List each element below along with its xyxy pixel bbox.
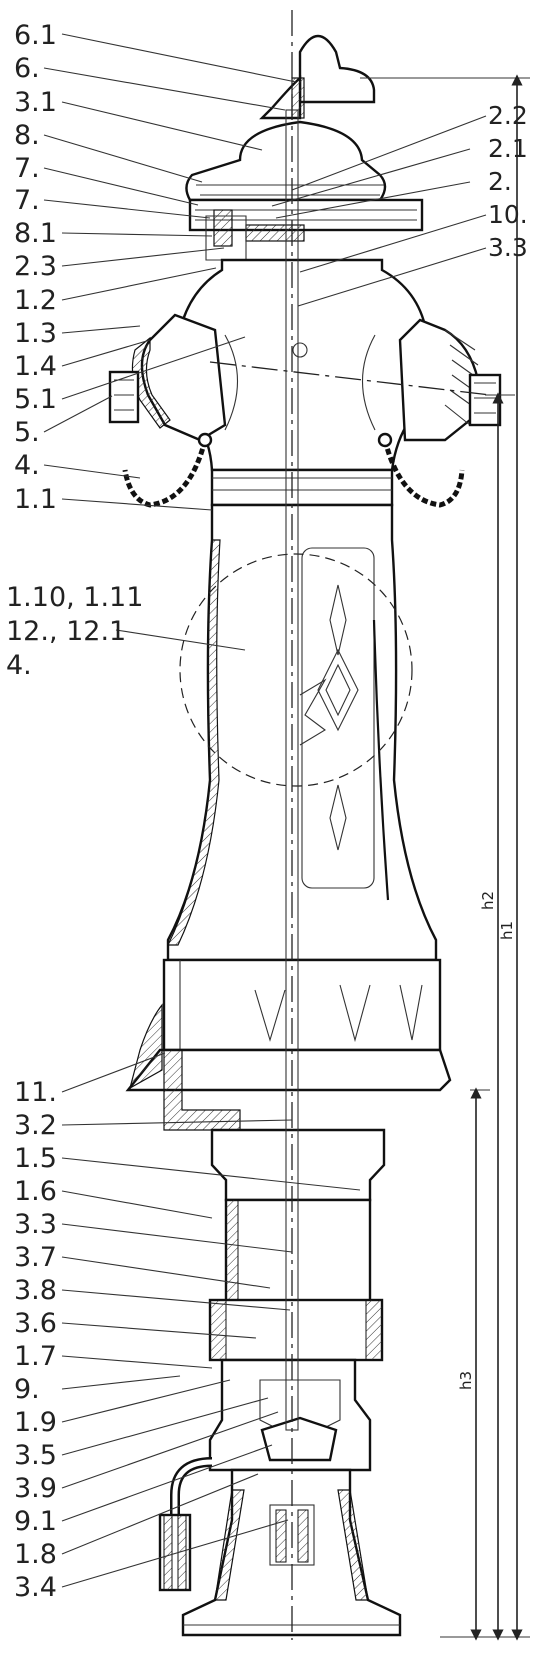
leader-lines [43,33,487,1588]
label-8: 8. [14,120,40,151]
label-1-2: 1.2 [14,285,57,316]
outlet-axis [209,361,491,396]
hydrant-outline [108,10,502,1640]
label-8-1: 8.1 [14,218,57,249]
label-4-b: 4. [6,650,32,681]
label-6-1: 6.1 [14,20,57,51]
dim-h1: h1 [498,921,516,940]
label-1-9: 1.9 [14,1407,57,1438]
label-3-3-r: 3.3 [488,233,528,262]
label-1-6: 1.6 [14,1176,57,1207]
labels-right: 2.2 2.1 2. 10. 3.3 [488,101,528,262]
label-1-7: 1.7 [14,1341,57,1372]
label-2-3: 2.3 [14,251,57,282]
label-3-2: 3.2 [14,1110,57,1141]
label-5: 5. [14,417,40,448]
label-6: 6. [14,53,40,84]
label-3-5: 3.5 [14,1440,57,1471]
label-3-4: 3.4 [14,1572,57,1603]
label-10: 10. [488,200,528,229]
label-7-b: 7. [14,185,40,216]
dim-h3: h3 [457,1371,475,1390]
label-11: 11. [14,1077,57,1108]
label-3-1: 3.1 [14,87,57,118]
label-3-3: 3.3 [14,1209,57,1240]
label-12-12-1: 12., 12.1 [6,616,126,647]
label-9-1: 9.1 [14,1506,57,1537]
label-1-4: 1.4 [14,351,57,382]
label-4-a: 4. [14,450,40,481]
label-1-10-1-11: 1.10, 1.11 [6,582,143,613]
label-2-1: 2.1 [488,134,528,163]
label-5-1: 5.1 [14,384,57,415]
label-1-5: 1.5 [14,1143,57,1174]
label-2: 2. [488,167,512,196]
label-3-6: 3.6 [14,1308,57,1339]
dim-h2: h2 [479,891,497,910]
label-3-8: 3.8 [14,1275,57,1306]
label-7-a: 7. [14,153,40,184]
label-1-8: 1.8 [14,1539,57,1570]
label-9: 9. [14,1374,40,1405]
label-1-3: 1.3 [14,318,57,349]
label-1-1: 1.1 [14,484,57,515]
label-3-7: 3.7 [14,1242,57,1273]
dimension-lines: h1 h2 h3 [360,74,530,1641]
labels-left: 6.1 6. 3.1 8. 7. 7. 8.1 2.3 1.2 1.3 1.4 … [6,20,143,1603]
label-3-9: 3.9 [14,1473,57,1504]
label-2-2: 2.2 [488,101,528,130]
